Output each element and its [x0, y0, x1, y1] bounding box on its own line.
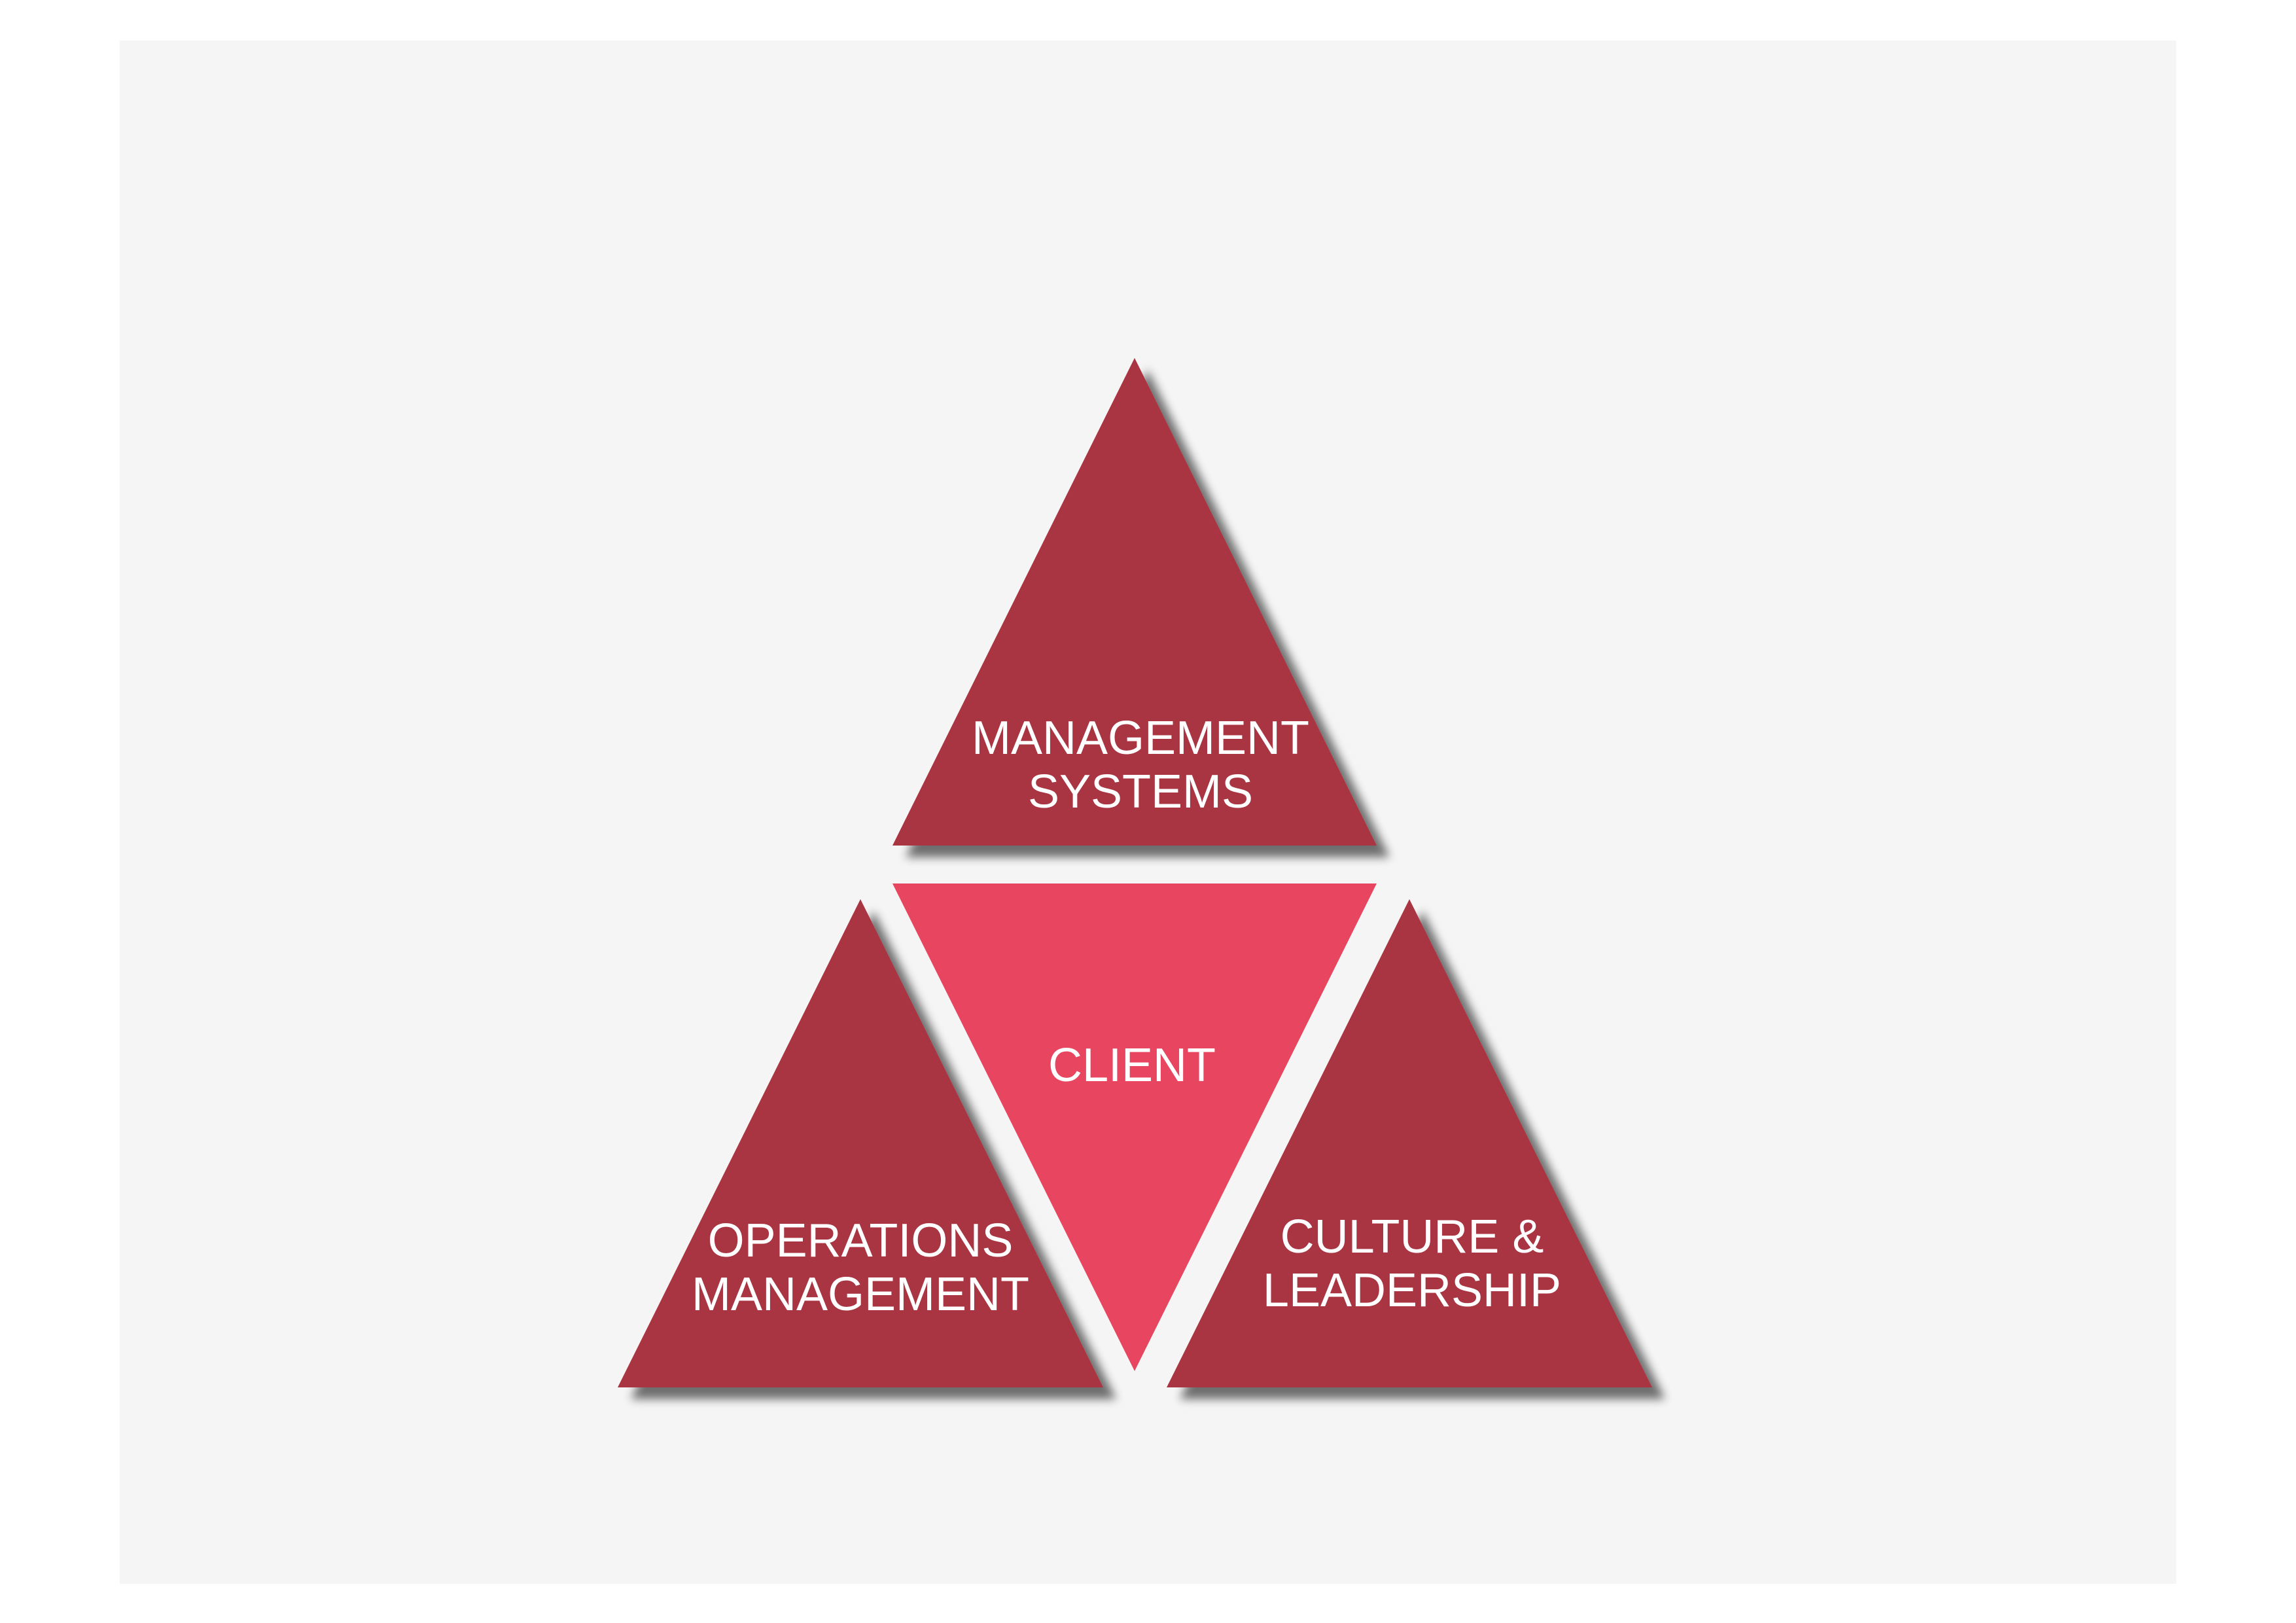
center-triangle-label: CLIENT — [1048, 1039, 1216, 1092]
left-triangle-label-line1: OPERATIONS — [708, 1215, 1014, 1267]
top-triangle-label-line1: MANAGEMENT — [972, 712, 1309, 764]
top-triangle: MANAGEMENT SYSTEMS — [892, 358, 1377, 846]
right-triangle: CULTURE & LEADERSHIP — [1167, 899, 1652, 1387]
top-triangle-shape — [892, 358, 1377, 846]
left-triangle-label-line2: MANAGEMENT — [692, 1268, 1029, 1321]
left-triangle-shape — [618, 899, 1103, 1387]
right-triangle-label-line2: LEADERSHIP — [1263, 1264, 1561, 1317]
right-triangle-shape — [1167, 899, 1652, 1387]
center-triangle: CLIENT — [892, 883, 1377, 1371]
center-triangle-shape — [892, 883, 1377, 1371]
right-triangle-label-line1: CULTURE & — [1280, 1211, 1544, 1263]
top-triangle-label-line2: SYSTEMS — [1028, 766, 1253, 818]
left-triangle: OPERATIONS MANAGEMENT — [618, 899, 1103, 1387]
